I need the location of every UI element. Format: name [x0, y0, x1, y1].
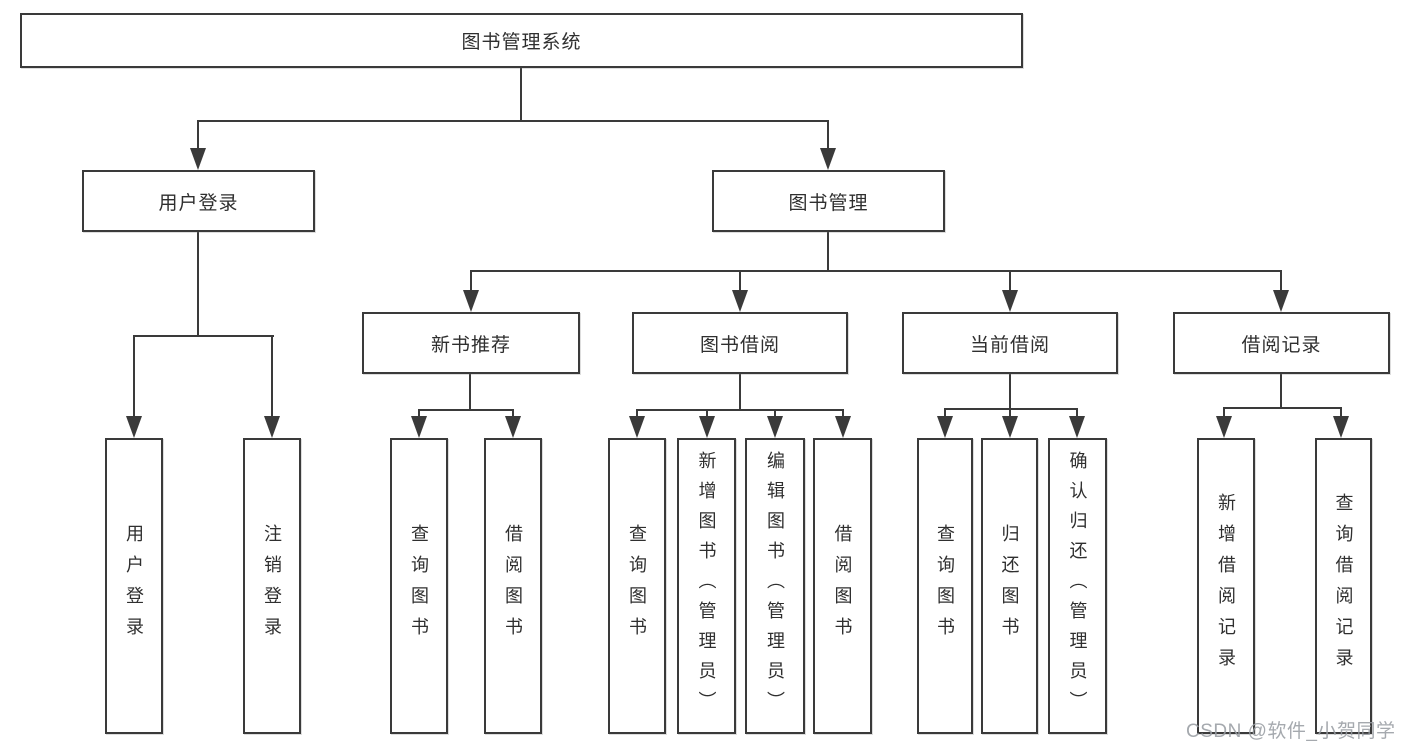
connector-line	[1224, 407, 1342, 409]
connector-line	[133, 335, 274, 337]
arrowhead-down	[820, 148, 836, 170]
connector-line	[469, 374, 471, 411]
connector-line	[827, 120, 829, 152]
connector-line	[271, 335, 273, 420]
connector-line	[197, 120, 199, 152]
leaf-query-books-borrowing: 查询图书	[608, 438, 666, 734]
connector-line	[512, 409, 514, 421]
connector-line	[197, 120, 829, 122]
node-root-library-management-system: 图书管理系统	[20, 13, 1023, 68]
connector-line	[827, 232, 829, 272]
connector-line	[418, 409, 420, 421]
arrowhead-down	[190, 148, 206, 170]
arrowhead-down	[1002, 416, 1018, 438]
leaf-query-borrow-record: 查询借阅记录	[1315, 438, 1372, 734]
connector-line	[1340, 407, 1342, 420]
connector-line	[1280, 374, 1282, 409]
connector-line	[470, 270, 1282, 272]
connector-line	[636, 409, 638, 421]
connector-line	[637, 409, 844, 411]
connector-line	[1076, 408, 1078, 420]
connector-line	[706, 409, 708, 421]
connector-line	[944, 408, 946, 420]
connector-line	[133, 335, 135, 420]
leaf-add-books-admin: 新增图书（管理员）	[677, 438, 736, 734]
leaf-borrow-books-borrowing: 借阅图书	[813, 438, 872, 734]
connector-line	[1009, 270, 1011, 294]
node-book-management: 图书管理	[712, 170, 945, 232]
connector-line	[470, 270, 472, 294]
connector-line	[1280, 270, 1282, 294]
arrowhead-down	[835, 416, 851, 438]
leaf-logout: 注销登录	[243, 438, 301, 734]
node-user-login: 用户登录	[82, 170, 315, 232]
connector-line	[520, 68, 522, 122]
leaf-return-books: 归还图书	[981, 438, 1038, 734]
arrowhead-down	[505, 416, 521, 438]
connector-line	[739, 270, 741, 294]
node-new-book-recommendation: 新书推荐	[362, 312, 580, 374]
connector-line	[197, 232, 199, 337]
arrowhead-down	[1069, 416, 1085, 438]
connector-line	[1009, 408, 1011, 420]
connector-line	[419, 409, 514, 411]
leaf-query-books-current: 查询图书	[917, 438, 973, 734]
csdn-watermark: CSDN @软件_小贺同学	[1186, 721, 1396, 742]
connector-line	[842, 409, 844, 421]
arrowhead-down	[732, 290, 748, 312]
leaf-edit-books-admin: 编辑图书（管理员）	[745, 438, 805, 734]
arrowhead-down	[463, 290, 479, 312]
leaf-borrow-books-recommend: 借阅图书	[484, 438, 542, 734]
arrowhead-down	[1333, 416, 1349, 438]
arrowhead-down	[264, 416, 280, 438]
connector-line	[739, 374, 741, 411]
arrowhead-down	[699, 416, 715, 438]
arrowhead-down	[411, 416, 427, 438]
connector-line	[774, 409, 776, 421]
node-book-borrowing: 图书借阅	[632, 312, 848, 374]
arrowhead-down	[126, 416, 142, 438]
arrowhead-down	[1273, 290, 1289, 312]
leaf-add-borrow-record: 新增借阅记录	[1197, 438, 1255, 734]
node-current-borrowing: 当前借阅	[902, 312, 1118, 374]
connector-line	[1223, 407, 1225, 420]
arrowhead-down	[629, 416, 645, 438]
leaf-user-login: 用户登录	[105, 438, 163, 734]
arrowhead-down	[1216, 416, 1232, 438]
connector-line	[945, 408, 1078, 410]
connector-line	[1009, 374, 1011, 410]
arrowhead-down	[767, 416, 783, 438]
node-borrowing-records: 借阅记录	[1173, 312, 1390, 374]
arrowhead-down	[937, 416, 953, 438]
arrowhead-down	[1002, 290, 1018, 312]
leaf-confirm-return-admin: 确认归还（管理员）	[1048, 438, 1107, 734]
leaf-query-books-recommend: 查询图书	[390, 438, 448, 734]
